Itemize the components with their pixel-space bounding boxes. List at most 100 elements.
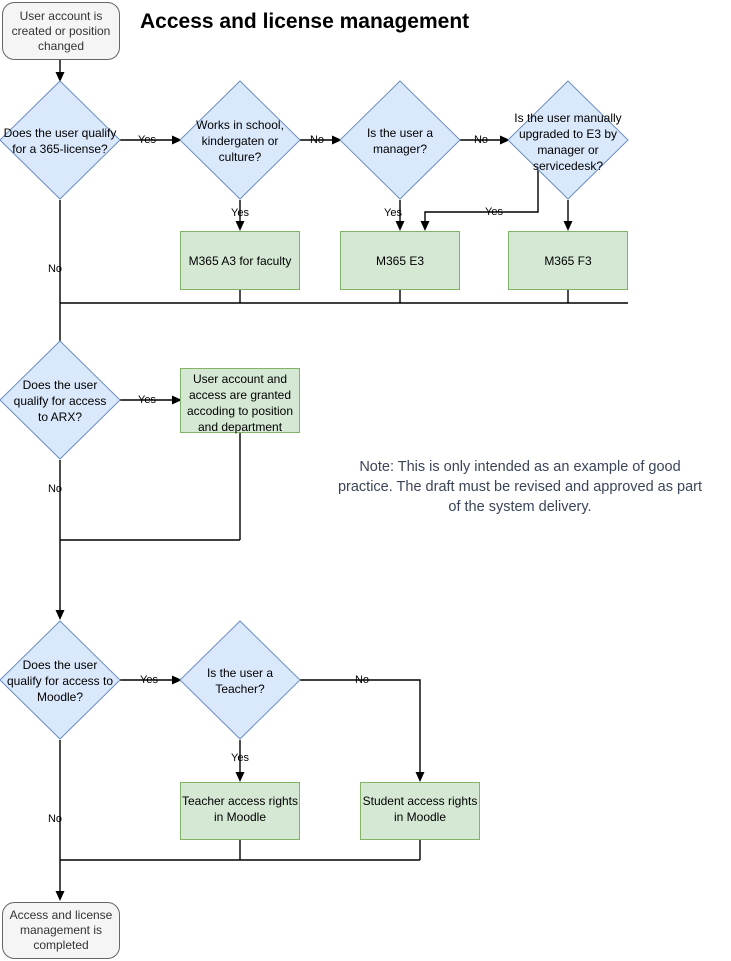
edge-label-dteacher-no: No — [355, 674, 369, 686]
edge-labels: Yes No No Yes No Yes Yes Yes No Yes No Y… — [48, 134, 503, 825]
node-process-student-rights[interactable]: Student access rights in Moodle — [360, 782, 480, 840]
decision-school-label-line2: kindergaten or — [202, 134, 279, 148]
node-process-teacher-rights[interactable]: Teacher access rights in Moodle — [180, 782, 300, 840]
process-f3-label: M365 F3 — [544, 254, 592, 268]
node-process-m365-e3[interactable]: M365 E3 — [340, 231, 460, 290]
process-arx-label-line3: accoding to position — [187, 404, 293, 418]
decision-moodle-shape[interactable] — [0, 620, 121, 740]
decision-arx-label-line3: to ARX? — [38, 410, 82, 424]
process-a3-label: M365 A3 for faculty — [189, 254, 292, 268]
edge-label-d365-yes: Yes — [138, 134, 156, 146]
arrowhead-dmanager-no — [500, 135, 510, 145]
node-end[interactable]: Access and license management is complet… — [2, 902, 120, 959]
decision-365-label-line2: for a 365-license? — [12, 142, 108, 156]
decision-manager-shape[interactable] — [339, 80, 461, 200]
arrowhead-dschool-no — [332, 135, 342, 145]
arrowhead-dschool-yes — [235, 221, 245, 231]
decision-teacher-shape[interactable] — [179, 620, 301, 740]
note-block: Note: This is only intended as an exampl… — [338, 459, 702, 515]
decision-upgrade-label-line2: upgraded to E3 by — [519, 127, 617, 141]
decision-arx-label-line1: Does the user — [23, 378, 98, 392]
edge-label-dupgrade-yes: Yes — [485, 206, 503, 218]
process-student-shape[interactable] — [360, 782, 480, 840]
decision-arx-label-line2: qualify for access — [14, 394, 107, 408]
process-teacher-shape[interactable] — [180, 782, 300, 840]
node-decision-365-license[interactable]: Does the user qualify for a 365-license? — [0, 80, 121, 200]
decision-moodle-label-line2: qualify for access to — [7, 674, 113, 688]
decision-moodle-label-line1: Does the user — [23, 658, 98, 672]
start-label-line3: changed — [38, 39, 84, 53]
node-process-m365-f3[interactable]: M365 F3 — [508, 231, 628, 290]
edge-dupgrade-yes — [424, 170, 539, 223]
process-teacher-label-line2: in Moodle — [214, 810, 266, 824]
process-arx-shape[interactable] — [180, 368, 300, 433]
decision-school-label-line1: Works in school, — [196, 118, 284, 132]
node-decision-is-manager[interactable]: Is the user a manager? — [339, 80, 461, 200]
end-label-line1: Access and license — [10, 908, 113, 922]
edge-label-dschool-yes: Yes — [231, 207, 249, 219]
process-student-label-line1: Student access rights — [363, 794, 478, 808]
edge-label-dteacher-yes: Yes — [231, 752, 249, 764]
connectors — [55, 60, 628, 901]
process-teacher-label-line1: Teacher access rights — [182, 794, 298, 808]
arrowhead-to-end — [55, 891, 65, 901]
decision-365-label-line1: Does the user qualify — [4, 126, 117, 140]
arrowhead-dmoodle-yes — [172, 675, 182, 685]
edge-label-dmoodle-no: No — [48, 813, 62, 825]
page-title: Access and license management — [140, 10, 469, 33]
edge-label-darx-yes: Yes — [138, 394, 156, 406]
note-line3: of the system delivery. — [448, 499, 591, 515]
decision-upgrade-label-line3: manager or — [537, 143, 598, 157]
process-e3-label: M365 E3 — [376, 254, 424, 268]
process-student-label-line2: in Moodle — [394, 810, 446, 824]
start-label-line2: created or position — [12, 24, 111, 38]
decision-school-label-line3: culture? — [219, 150, 262, 164]
process-a3-shape[interactable] — [180, 231, 300, 290]
arrowhead-dupgrade-yes — [420, 221, 430, 231]
arrowhead-d365-yes — [172, 135, 182, 145]
process-arx-label-line1: User account and — [193, 372, 287, 386]
edge-label-dmoodle-yes: Yes — [140, 674, 158, 686]
decision-school-shape[interactable] — [179, 80, 301, 200]
arrowhead-start-to-d365 — [55, 72, 65, 82]
node-process-m365-a3[interactable]: M365 A3 for faculty — [180, 231, 300, 290]
decision-upgrade-label-line1: Is the user manually — [514, 111, 621, 125]
arrowhead-dteacher-no — [415, 772, 425, 782]
arrowhead-to-dmoodle — [55, 610, 65, 620]
decision-teacher-label-line2: Teacher? — [215, 682, 265, 696]
decision-arx-shape[interactable] — [0, 340, 121, 460]
arrowhead-dteacher-yes — [235, 772, 245, 782]
edge-label-dmanager-yes: Yes — [384, 207, 402, 219]
process-f3-shape[interactable] — [508, 231, 628, 290]
start-label-line1: User account is — [20, 9, 103, 23]
node-decision-works-in-school[interactable]: Works in school, kindergaten or culture? — [179, 80, 301, 200]
end-label-line2: management is — [20, 923, 102, 937]
node-process-arx-granted[interactable]: User account and access are granted acco… — [180, 368, 300, 435]
node-decision-arx-access[interactable]: Does the user qualify for access to ARX? — [0, 340, 121, 460]
arrowhead-dmanager-yes — [395, 221, 405, 231]
decision-upgrade-shape[interactable] — [507, 80, 629, 200]
edge-label-dschool-no: No — [310, 134, 324, 146]
process-arx-label-line2: access are granted — [189, 388, 291, 402]
node-start[interactable]: User account is created or position chan… — [2, 2, 120, 60]
node-decision-is-teacher[interactable]: Is the user a Teacher? — [179, 620, 301, 740]
decision-manager-label-line1: Is the user a — [367, 126, 433, 140]
decision-365-shape[interactable] — [0, 80, 121, 200]
start-shape[interactable] — [2, 2, 120, 60]
decision-moodle-label-line3: Moodle? — [37, 690, 83, 704]
edge-label-dmanager-no: No — [474, 134, 488, 146]
note-line1: Note: This is only intended as an exampl… — [359, 459, 680, 475]
process-arx-label-line4: and department — [198, 420, 283, 434]
note-line2: practice. The draft must be revised and … — [338, 479, 702, 495]
node-decision-moodle-access[interactable]: Does the user qualify for access to Mood… — [0, 620, 121, 740]
edge-dteacher-no — [300, 679, 421, 774]
edge-label-darx-no: No — [48, 483, 62, 495]
end-label-line3: completed — [33, 938, 88, 952]
arrowhead-darx-yes — [172, 395, 182, 405]
node-decision-manual-e3-upgrade[interactable]: Is the user manually upgraded to E3 by m… — [507, 80, 629, 200]
decision-teacher-label-line1: Is the user a — [207, 666, 273, 680]
end-shape[interactable] — [2, 902, 120, 959]
process-e3-shape[interactable] — [340, 231, 460, 290]
arrowhead-dupgrade-to-pf3 — [563, 221, 573, 231]
